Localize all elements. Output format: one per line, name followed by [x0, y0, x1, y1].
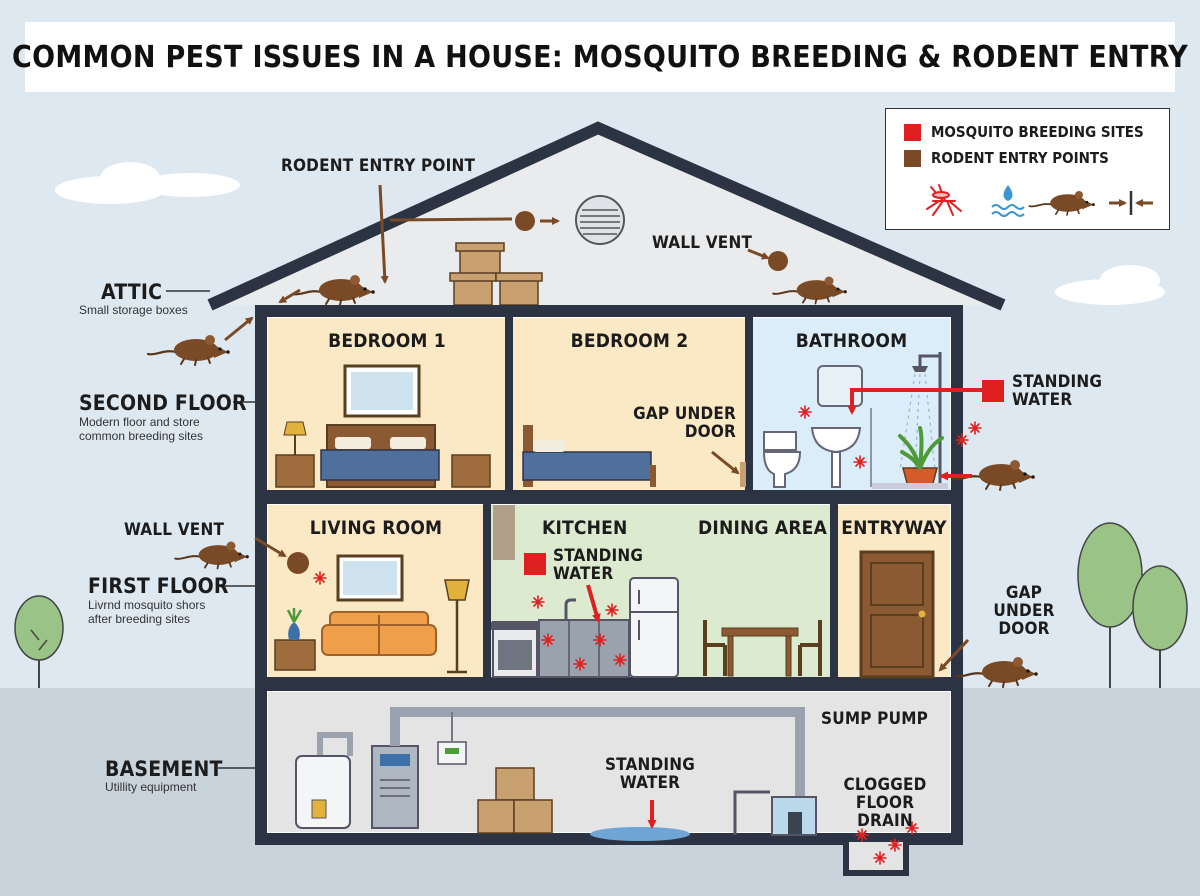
kitchen-breeding-marker	[524, 553, 546, 575]
rodent-arrows	[224, 184, 970, 672]
title-banner: COMMON PEST ISSUES IN A HOUSE: MOSQUITO …	[12, 22, 1188, 92]
floor-leader-lines	[166, 290, 262, 769]
second-floor-desc-2: common breeding sites	[79, 429, 204, 443]
rodent-swatch	[904, 149, 921, 167]
bedroom-gap-under-door-label: GAP UNDER DOOR	[608, 404, 736, 442]
kitchen-water-line-1: STANDING	[553, 546, 644, 566]
attic-desc: Small storage boxes	[79, 303, 188, 317]
mosquito-swatch	[904, 123, 921, 141]
attic-label: ATTIC	[101, 280, 163, 304]
rodent-entry-point-label: RODENT ENTRY POINT	[281, 156, 476, 176]
basement-equipment	[295, 707, 805, 830]
kitchen-water-line-2: WATER	[553, 563, 614, 584]
dining-table	[703, 620, 822, 677]
drain-line-2: FLOOR DRAIN	[855, 792, 915, 831]
sump-pump-label: SUMP PUMP	[821, 709, 929, 729]
dining-area-label: DINING AREA	[698, 517, 827, 539]
bath-water-line-1: STANDING	[1012, 372, 1103, 392]
entry-arrows-icon	[1109, 191, 1153, 215]
clogged-floor-drain-label: CLOGGED FLOOR DRAIN	[828, 775, 942, 831]
attic-wall-vent	[575, 195, 625, 245]
entry-gap-line-1: GAP	[1005, 583, 1043, 603]
bedroom1-furniture	[275, 364, 491, 488]
living-wall-vent-hole	[287, 552, 309, 574]
first-floor-desc-1: Livrnd mosquito shors	[88, 598, 206, 612]
bathroom-label: BATHROOM	[795, 330, 908, 352]
first-floor-desc-2: after breeding sites	[88, 612, 191, 626]
entry-gap-line-2: UNDER	[993, 600, 1055, 621]
basement-standing-water-label: STANDING WATER	[600, 755, 700, 793]
kitchen-standing-water-label: STANDING WATER	[553, 546, 644, 584]
basement-puddle	[590, 827, 690, 841]
bath-water-line-2: WATER	[1012, 389, 1073, 410]
storage-boxes	[449, 242, 543, 306]
water-drop-icon	[991, 185, 1025, 217]
bathroom-standing-water-label: STANDING WATER	[1012, 372, 1103, 410]
basement-water-line-2: WATER	[619, 772, 681, 793]
page-title: COMMON PEST ISSUES IN A HOUSE: MOSQUITO …	[12, 39, 1189, 75]
basement-boxes	[477, 767, 553, 834]
sump-pump	[733, 790, 817, 836]
bedroom-gap-line-1: GAP UNDER	[633, 404, 736, 424]
legend: MOSQUITO BREEDING SITES RODENT ENTRY POI…	[885, 108, 1170, 230]
first-floor-label: FIRST FLOOR	[88, 574, 229, 598]
living-room-furniture	[274, 554, 470, 674]
entryway-label: ENTRYWAY	[841, 517, 947, 539]
mosquito-arrows	[586, 388, 982, 829]
bedroom2-label: BEDROOM 2	[570, 330, 689, 352]
legend-item-mosquito: MOSQUITO BREEDING SITES	[904, 123, 1144, 141]
drain-line-1: CLOGGED	[843, 775, 927, 795]
attic-wall-vent-label: WALL VENT	[652, 233, 753, 253]
basement-water-line-1: STANDING	[604, 755, 696, 775]
tree-right	[1077, 522, 1188, 688]
front-door	[859, 550, 935, 679]
rat-icon	[1028, 190, 1096, 216]
legend-label-rodent: RODENT ENTRY POINTS	[931, 149, 1109, 167]
basement-desc: Utillity equipment	[105, 780, 197, 794]
bedroom1-label: BEDROOM 1	[328, 330, 446, 352]
legend-icons	[926, 184, 1153, 217]
second-floor-desc-1: Modern floor and store	[79, 415, 200, 429]
legend-label-mosquito: MOSQUITO BREEDING SITES	[931, 123, 1144, 141]
bedroom-gap-line-2: DOOR	[684, 421, 736, 442]
bedroom2-furniture	[522, 425, 746, 487]
tree-left	[14, 595, 64, 688]
kitchen-appliances	[491, 505, 679, 678]
bathroom-breeding-marker	[982, 380, 1004, 402]
living-room-label: LIVING ROOM	[309, 517, 443, 539]
attic-hole-right	[768, 251, 788, 271]
kitchen-label: KITCHEN	[542, 517, 628, 539]
entry-gap-line-3: DOOR	[998, 618, 1050, 639]
roof	[207, 121, 1006, 311]
exterior-rat-attic	[146, 333, 231, 367]
entry-gap-under-door-label: GAP UNDER DOOR	[978, 583, 1070, 639]
exterior-rat-entry	[954, 655, 1039, 689]
living-wall-vent-label: WALL VENT	[124, 520, 225, 540]
mosquito-icon	[926, 184, 962, 216]
second-floor-label: SECOND FLOOR	[79, 391, 247, 415]
exterior-rat-living	[174, 540, 250, 570]
legend-item-rodent: RODENT ENTRY POINTS	[904, 149, 1109, 167]
attic-vent-hole	[515, 211, 535, 231]
basement-label: BASEMENT	[105, 757, 223, 781]
